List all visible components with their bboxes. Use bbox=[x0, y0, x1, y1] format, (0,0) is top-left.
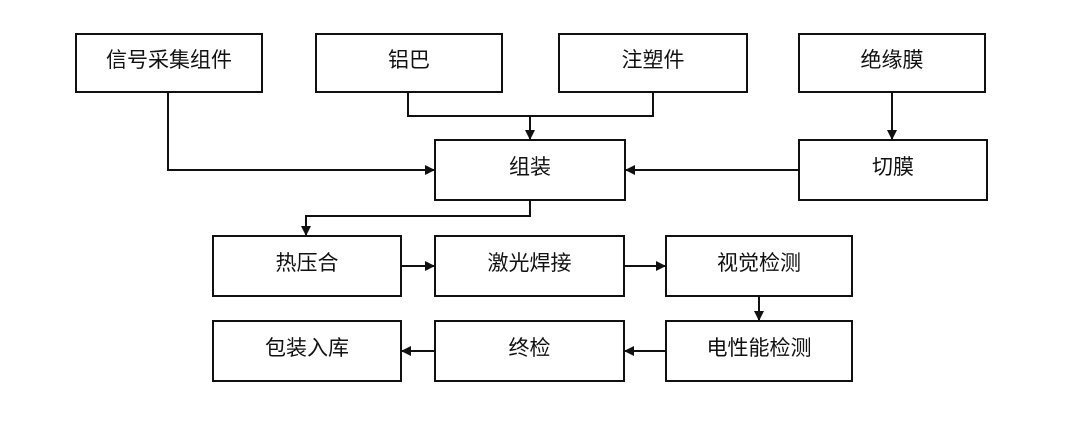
node-label: 组装 bbox=[509, 155, 551, 179]
node-label: 注塑件 bbox=[621, 48, 685, 72]
node-label: 信号采集组件 bbox=[106, 48, 232, 72]
node-label: 包装入库 bbox=[265, 336, 349, 360]
node-aluminum-bar: 铝巴 bbox=[315, 33, 503, 93]
node-cut-film: 切膜 bbox=[798, 139, 988, 201]
node-final-check: 终检 bbox=[434, 320, 625, 382]
node-hot-press: 热压合 bbox=[212, 235, 402, 297]
node-packing: 包装入库 bbox=[212, 320, 402, 382]
node-label: 绝缘膜 bbox=[860, 48, 924, 72]
node-label: 电性能检测 bbox=[706, 336, 812, 360]
node-laser-weld: 激光焊接 bbox=[434, 235, 625, 297]
node-label: 切膜 bbox=[872, 155, 914, 179]
arrow-injection-to-assembly bbox=[525, 92, 654, 140]
node-label: 热压合 bbox=[275, 251, 339, 275]
node-injection-part: 注塑件 bbox=[558, 33, 748, 93]
node-signal-collection: 信号采集组件 bbox=[75, 33, 263, 93]
node-vision-check: 视觉检测 bbox=[665, 235, 853, 297]
node-label: 终检 bbox=[508, 336, 551, 360]
arrow-assembly-to-hot-press bbox=[301, 200, 531, 236]
node-label: 铝巴 bbox=[388, 48, 430, 72]
node-label: 激光焊接 bbox=[487, 251, 572, 275]
node-insulation-film: 绝缘膜 bbox=[798, 33, 986, 93]
node-label: 视觉检测 bbox=[717, 251, 801, 275]
node-electrical-check: 电性能检测 bbox=[665, 320, 853, 382]
arrow-signal-to-assembly bbox=[167, 92, 435, 175]
node-assembly: 组装 bbox=[434, 139, 626, 201]
arrow-aluminum-to-assembly bbox=[407, 92, 530, 117]
